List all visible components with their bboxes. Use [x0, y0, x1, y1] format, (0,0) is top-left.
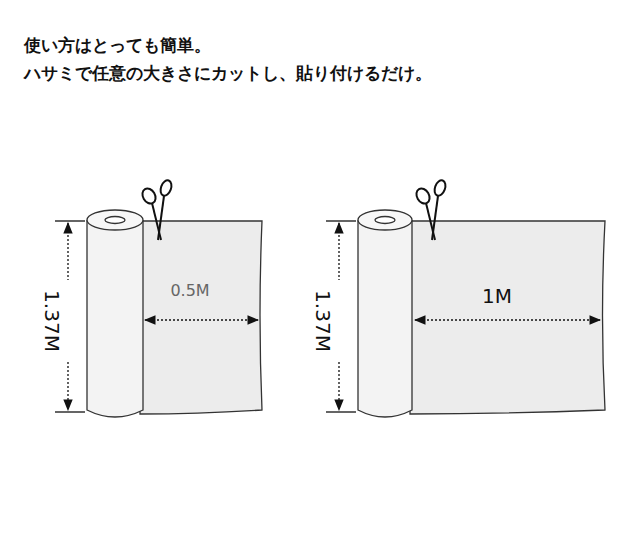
left-roll — [87, 210, 262, 417]
dimension-label: 1.37M — [40, 288, 64, 354]
heading-text: 使い方はとっても簡単。 — [22, 34, 213, 57]
dimension-label: 1.37M — [311, 288, 335, 354]
left-scissors — [140, 179, 174, 240]
right-roll — [358, 210, 605, 417]
heading-text: ハサミで任意の大きさにカットし、貼り付けるだけ。 — [22, 62, 434, 85]
dimension-label: 0.5M — [168, 281, 211, 300]
dimension-lines — [55, 221, 600, 412]
dimension-label: 1M — [480, 284, 514, 308]
right-scissors — [414, 179, 448, 240]
